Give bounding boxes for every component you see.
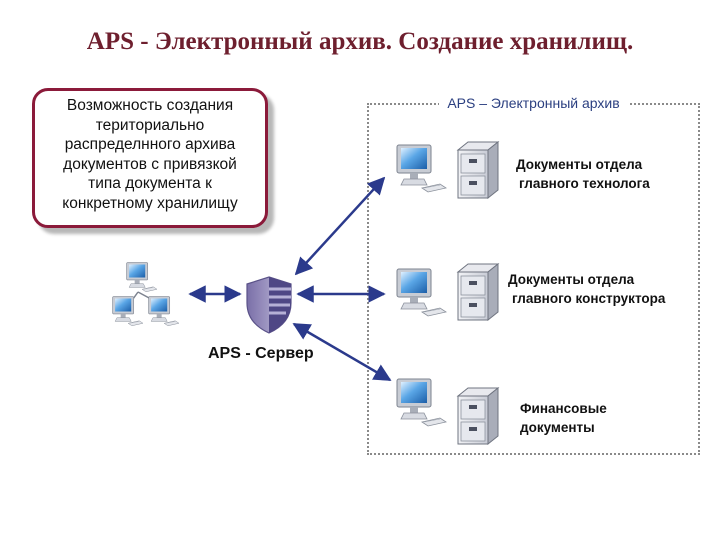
arrow-server-storage-3	[292, 322, 392, 382]
storage-label-line: главного конструктора	[512, 291, 666, 306]
storage-label: Документы отдела главного технолога	[516, 155, 650, 193]
computer-network-icon	[112, 262, 180, 327]
arrow-server-storage-1	[294, 176, 386, 276]
callout-line: конкретному хранилищу	[62, 194, 238, 212]
shield-icon	[246, 276, 292, 334]
storage-label-line: Документы отдела	[508, 272, 635, 287]
server-label: APS - Сервер	[208, 345, 314, 362]
computer-icon	[396, 268, 447, 317]
callout-line: Возможность создания	[66, 97, 234, 114]
archive-frame: APS – Электронный архив	[367, 95, 700, 455]
callout-line: распределнного архива	[64, 136, 236, 153]
computer-icon	[396, 144, 447, 193]
archive-title-text: APS – Электронный архив	[439, 95, 628, 111]
callout-box: Возможность создания териториально распр…	[32, 88, 268, 228]
storage-label-line: Финансовые	[520, 401, 607, 416]
callout-line: териториально	[95, 116, 205, 134]
file-cabinet-icon	[457, 141, 499, 199]
storage-label-line: документы	[520, 420, 595, 435]
storage-label: Финансовые документы	[520, 399, 607, 437]
storage-label-line: главного технолога	[519, 176, 650, 191]
callout-line: типа документа к	[88, 175, 212, 192]
callout-line: документов с привязкой	[63, 155, 237, 173]
computer-icon	[396, 378, 447, 427]
storage-label: Документы отдела главного конструктора	[508, 270, 665, 308]
storage-label-line: Документы отдела	[516, 157, 643, 172]
page-title: APS - Электронный архив. Создание хранил…	[86, 28, 634, 55]
archive-title: APS – Электронный архив	[369, 95, 698, 113]
callout-text: Возможность создания териториально распр…	[39, 96, 261, 213]
file-cabinet-icon	[457, 387, 499, 445]
file-cabinet-icon	[457, 263, 499, 321]
